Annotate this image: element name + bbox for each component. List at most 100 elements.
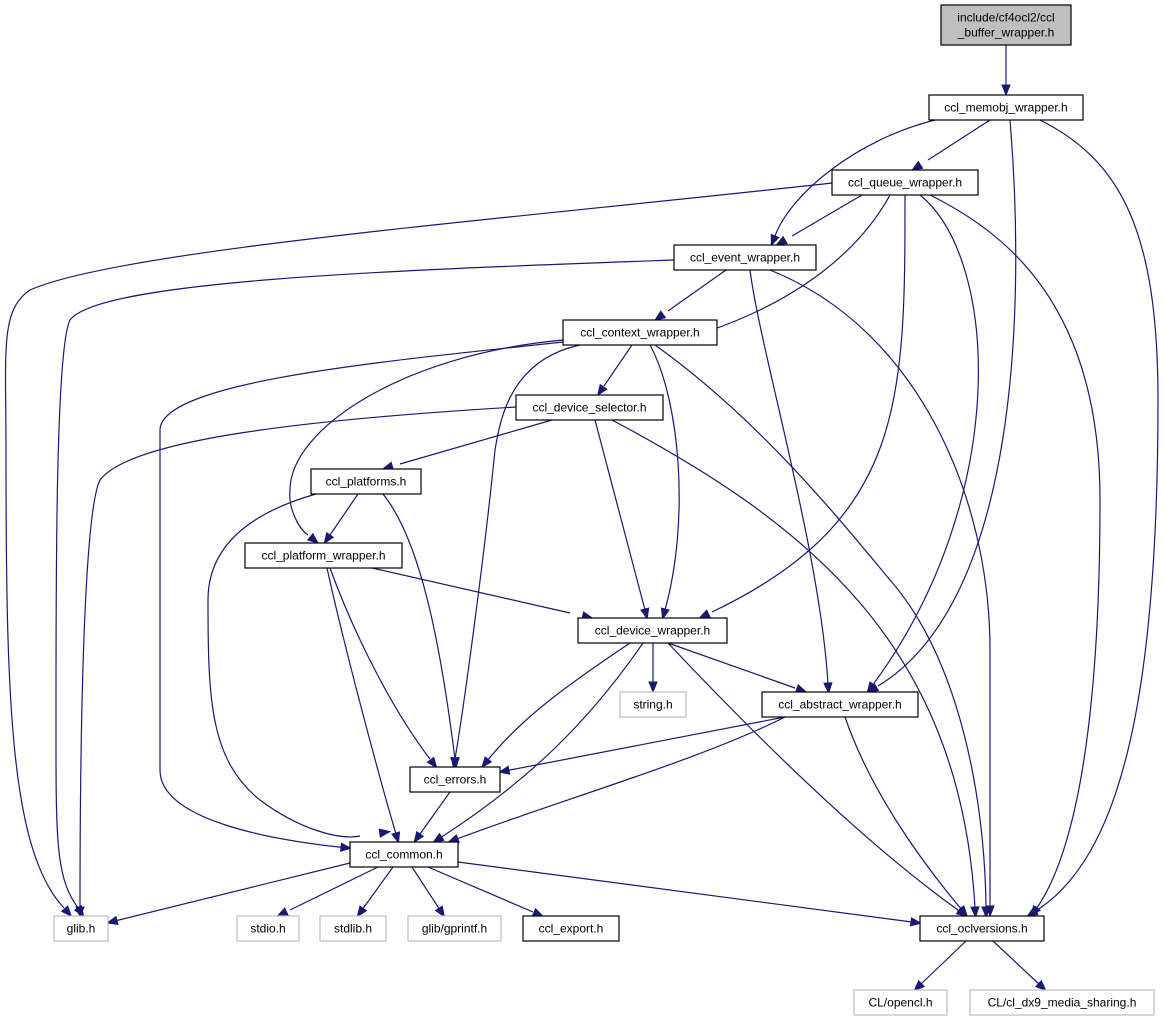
edge-platforms-to-platwrap-line xyxy=(329,493,359,536)
edge-devsel-to-oclversions-line xyxy=(611,419,976,909)
edge-platwrap-to-errors-arrowhead xyxy=(426,756,438,769)
node-memobj[interactable]: ccl_memobj_wrapper.h xyxy=(928,94,1084,121)
edge-platwrap-to-errors xyxy=(329,567,438,769)
node-dx9-label: CL/cl_dx9_media_sharing.h xyxy=(988,996,1137,1010)
node-string-box xyxy=(619,691,687,718)
node-stdio-box xyxy=(236,915,300,942)
node-event[interactable]: ccl_event_wrapper.h xyxy=(673,244,817,271)
edge-platforms-to-common-arrowhead xyxy=(378,828,392,838)
node-errors-label: ccl_errors.h xyxy=(424,773,487,787)
edge-memobj-to-abstract-line xyxy=(877,119,1017,687)
node-context-box[interactable] xyxy=(562,319,718,346)
node-stdlib-box xyxy=(319,915,387,942)
node-abstract-box[interactable] xyxy=(761,691,919,718)
node-stdio: stdio.h xyxy=(236,915,300,942)
node-event-box[interactable] xyxy=(673,244,817,271)
edge-common-to-oclversions xyxy=(457,861,923,927)
edge-common-to-gprintf xyxy=(411,866,446,918)
node-abstract[interactable]: ccl_abstract_wrapper.h xyxy=(761,691,919,718)
edge-devsel-to-glib-arrowhead xyxy=(75,906,85,919)
node-devwrap[interactable]: ccl_device_wrapper.h xyxy=(577,617,728,644)
node-export[interactable]: ccl_export.h xyxy=(522,915,620,942)
node-root-box[interactable] xyxy=(940,4,1072,46)
edge-memobj-to-event-line xyxy=(774,119,936,237)
node-platwrap[interactable]: ccl_platform_wrapper.h xyxy=(244,542,403,569)
edge-devwrap-to-string-arrowhead xyxy=(648,681,658,694)
edge-errors-to-common xyxy=(413,791,451,844)
edge-queue-to-abstract-arrowhead xyxy=(866,681,878,694)
edge-platforms-to-platwrap-arrowhead xyxy=(323,531,335,545)
edge-context-to-devsel xyxy=(597,344,633,397)
edge-devwrap-to-abstract xyxy=(667,642,808,693)
node-common[interactable]: ccl_common.h xyxy=(349,841,459,868)
edge-oclversions-to-dx9 xyxy=(992,940,1047,992)
node-errors[interactable]: ccl_errors.h xyxy=(409,766,501,793)
edge-common-to-oclversions-arrowhead xyxy=(909,917,923,927)
node-oclversions-box[interactable] xyxy=(919,915,1045,942)
node-oclversions[interactable]: ccl_oclversions.h xyxy=(919,915,1045,942)
node-memobj-box[interactable] xyxy=(928,94,1084,121)
edge-abstract-to-oclversions-arrowhead xyxy=(956,905,968,918)
edge-event-to-oclversions-line xyxy=(769,269,991,908)
edge-queue-to-context-line xyxy=(705,194,891,333)
node-export-box[interactable] xyxy=(522,915,620,942)
edge-context-to-devwrap-line xyxy=(649,344,680,611)
edge-devsel-to-glib-line xyxy=(79,406,517,909)
node-stdlib: stdlib.h xyxy=(319,915,387,942)
node-common-box[interactable] xyxy=(349,841,459,868)
edge-common-to-stdlib-arrowhead xyxy=(356,905,368,918)
node-devsel[interactable]: ccl_device_selector.h xyxy=(515,394,664,421)
node-platwrap-box[interactable] xyxy=(244,542,403,569)
node-platforms[interactable]: ccl_platforms.h xyxy=(310,468,422,495)
edge-abstract-to-oclversions-line xyxy=(844,716,963,911)
node-platforms-box[interactable] xyxy=(310,468,422,495)
edge-context-to-devwrap-arrowhead xyxy=(660,607,670,620)
edge-event-to-oclversions xyxy=(769,269,995,918)
edge-devsel-to-devwrap xyxy=(594,419,650,621)
node-platforms-label: ccl_platforms.h xyxy=(326,475,407,489)
edge-memobj-to-queue xyxy=(910,119,991,172)
edge-context-to-oclversions-arrowhead xyxy=(981,906,991,919)
edge-queue-to-glib-arrowhead xyxy=(60,905,73,918)
edge-abstract-to-errors-line xyxy=(504,716,786,772)
edge-context-to-common-arrowhead xyxy=(340,842,353,852)
edge-platforms-to-errors xyxy=(382,493,460,770)
node-devsel-box[interactable] xyxy=(515,394,664,421)
node-queue[interactable]: ccl_queue_wrapper.h xyxy=(831,169,979,196)
node-devwrap-label: ccl_device_wrapper.h xyxy=(595,624,710,638)
edge-context-to-platwrap-line xyxy=(289,339,564,536)
edge-root-to-memobj-arrowhead xyxy=(1001,84,1011,97)
edge-devsel-to-platforms xyxy=(381,419,553,471)
edge-queue-to-glib xyxy=(4,182,833,918)
node-root[interactable]: include/cf4ocl2/ccl_buffer_wrapper.h xyxy=(940,4,1072,46)
node-errors-box[interactable] xyxy=(409,766,501,793)
node-opencl-label: CL/opencl.h xyxy=(868,996,932,1010)
edge-context-to-common xyxy=(159,341,564,852)
edge-platforms-to-common xyxy=(207,493,392,838)
edge-devwrap-to-errors-line xyxy=(486,642,631,762)
edge-oclversions-to-opencl-line xyxy=(919,940,967,986)
node-string-label: string.h xyxy=(633,698,672,712)
node-context[interactable]: ccl_context_wrapper.h xyxy=(562,319,718,346)
node-root-label: _buffer_wrapper.h xyxy=(957,26,1055,40)
node-gprintf-label: glib/gprintf.h xyxy=(422,922,487,936)
edge-devsel-to-platforms-line xyxy=(399,419,553,465)
edge-platwrap-to-errors-line xyxy=(329,567,431,760)
edge-devsel-to-glib xyxy=(75,406,517,919)
edge-queue-to-devwrap-line xyxy=(711,194,906,613)
edge-oclversions-to-dx9-arrowhead xyxy=(1034,979,1047,992)
edge-memobj-to-oclversions xyxy=(1026,119,1159,917)
node-queue-box[interactable] xyxy=(831,169,979,196)
node-devwrap-box[interactable] xyxy=(577,617,728,644)
edge-oclversions-to-opencl-arrowhead xyxy=(913,979,926,992)
node-oclversions-label: ccl_oclversions.h xyxy=(936,922,1027,936)
edge-event-to-abstract-line xyxy=(749,269,829,685)
node-export-label: ccl_export.h xyxy=(539,922,604,936)
edge-event-to-context-line xyxy=(667,269,727,312)
edge-oclversions-to-opencl xyxy=(913,940,967,992)
edge-devwrap-to-common-arrowhead xyxy=(432,832,445,844)
edge-devwrap-to-abstract-arrowhead xyxy=(794,684,808,693)
edge-root-to-memobj xyxy=(1001,45,1011,97)
node-opencl-box xyxy=(853,989,948,1016)
